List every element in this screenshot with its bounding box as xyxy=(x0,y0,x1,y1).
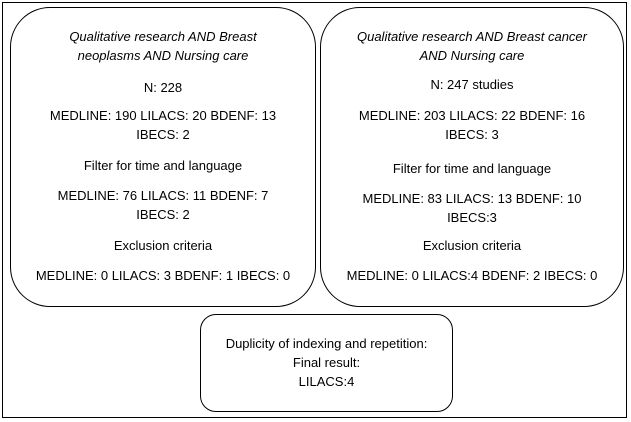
left-search-title-line-2: neoplasms AND Nursing care xyxy=(77,48,249,63)
right-filter-label: Filter for time and language xyxy=(392,161,552,176)
right-search-title-line-1: Qualitative research AND Breast cancer xyxy=(356,29,587,44)
left-filter-label: Filter for time and language xyxy=(83,158,243,173)
left-total-count: N: 228 xyxy=(143,80,183,95)
duplicity-label: Duplicity of indexing and repetition: xyxy=(225,336,428,351)
right-search-box: Qualitative research AND Breast cancer A… xyxy=(320,7,624,307)
right-exclusion-label: Exclusion criteria xyxy=(422,238,522,253)
right-filtered-counts-line-2: IBECS:3 xyxy=(447,210,497,225)
left-database-counts-line-1: MEDLINE: 190 LILACS: 20 BDENF: 13 xyxy=(49,108,277,123)
right-search-title-line-2: AND Nursing care xyxy=(419,48,525,63)
final-result-value: LILACS:4 xyxy=(298,374,355,389)
left-search-title-line-1: Qualitative research AND Breast xyxy=(69,29,257,44)
right-database-counts-line-2: IBECS: 3 xyxy=(445,127,499,142)
right-database-counts-line-1: MEDLINE: 203 LILACS: 22 BDENF: 16 xyxy=(358,108,586,123)
final-result-box: Duplicity of indexing and repetition: Fi… xyxy=(200,314,453,412)
final-result-label: Final result: xyxy=(292,355,361,370)
right-total-count: N: 247 studies xyxy=(430,77,514,92)
left-exclusion-label: Exclusion criteria xyxy=(113,238,213,253)
right-exclusion-counts: MEDLINE: 0 LILACS:4 BDENF: 2 IBECS: 0 xyxy=(346,268,598,283)
left-filtered-counts-line-1: MEDLINE: 76 LILACS: 11 BDENF: 7 xyxy=(57,188,269,203)
left-database-counts-line-2: IBECS: 2 xyxy=(136,127,190,142)
left-search-box: Qualitative research AND Breast neoplasm… xyxy=(10,7,316,307)
right-filtered-counts-line-1: MEDLINE: 83 LILACS: 13 BDENF: 10 xyxy=(362,191,582,206)
left-filtered-counts-line-2: IBECS: 2 xyxy=(136,207,190,222)
left-exclusion-counts: MEDLINE: 0 LILACS: 3 BDENF: 1 IBECS: 0 xyxy=(35,268,291,283)
